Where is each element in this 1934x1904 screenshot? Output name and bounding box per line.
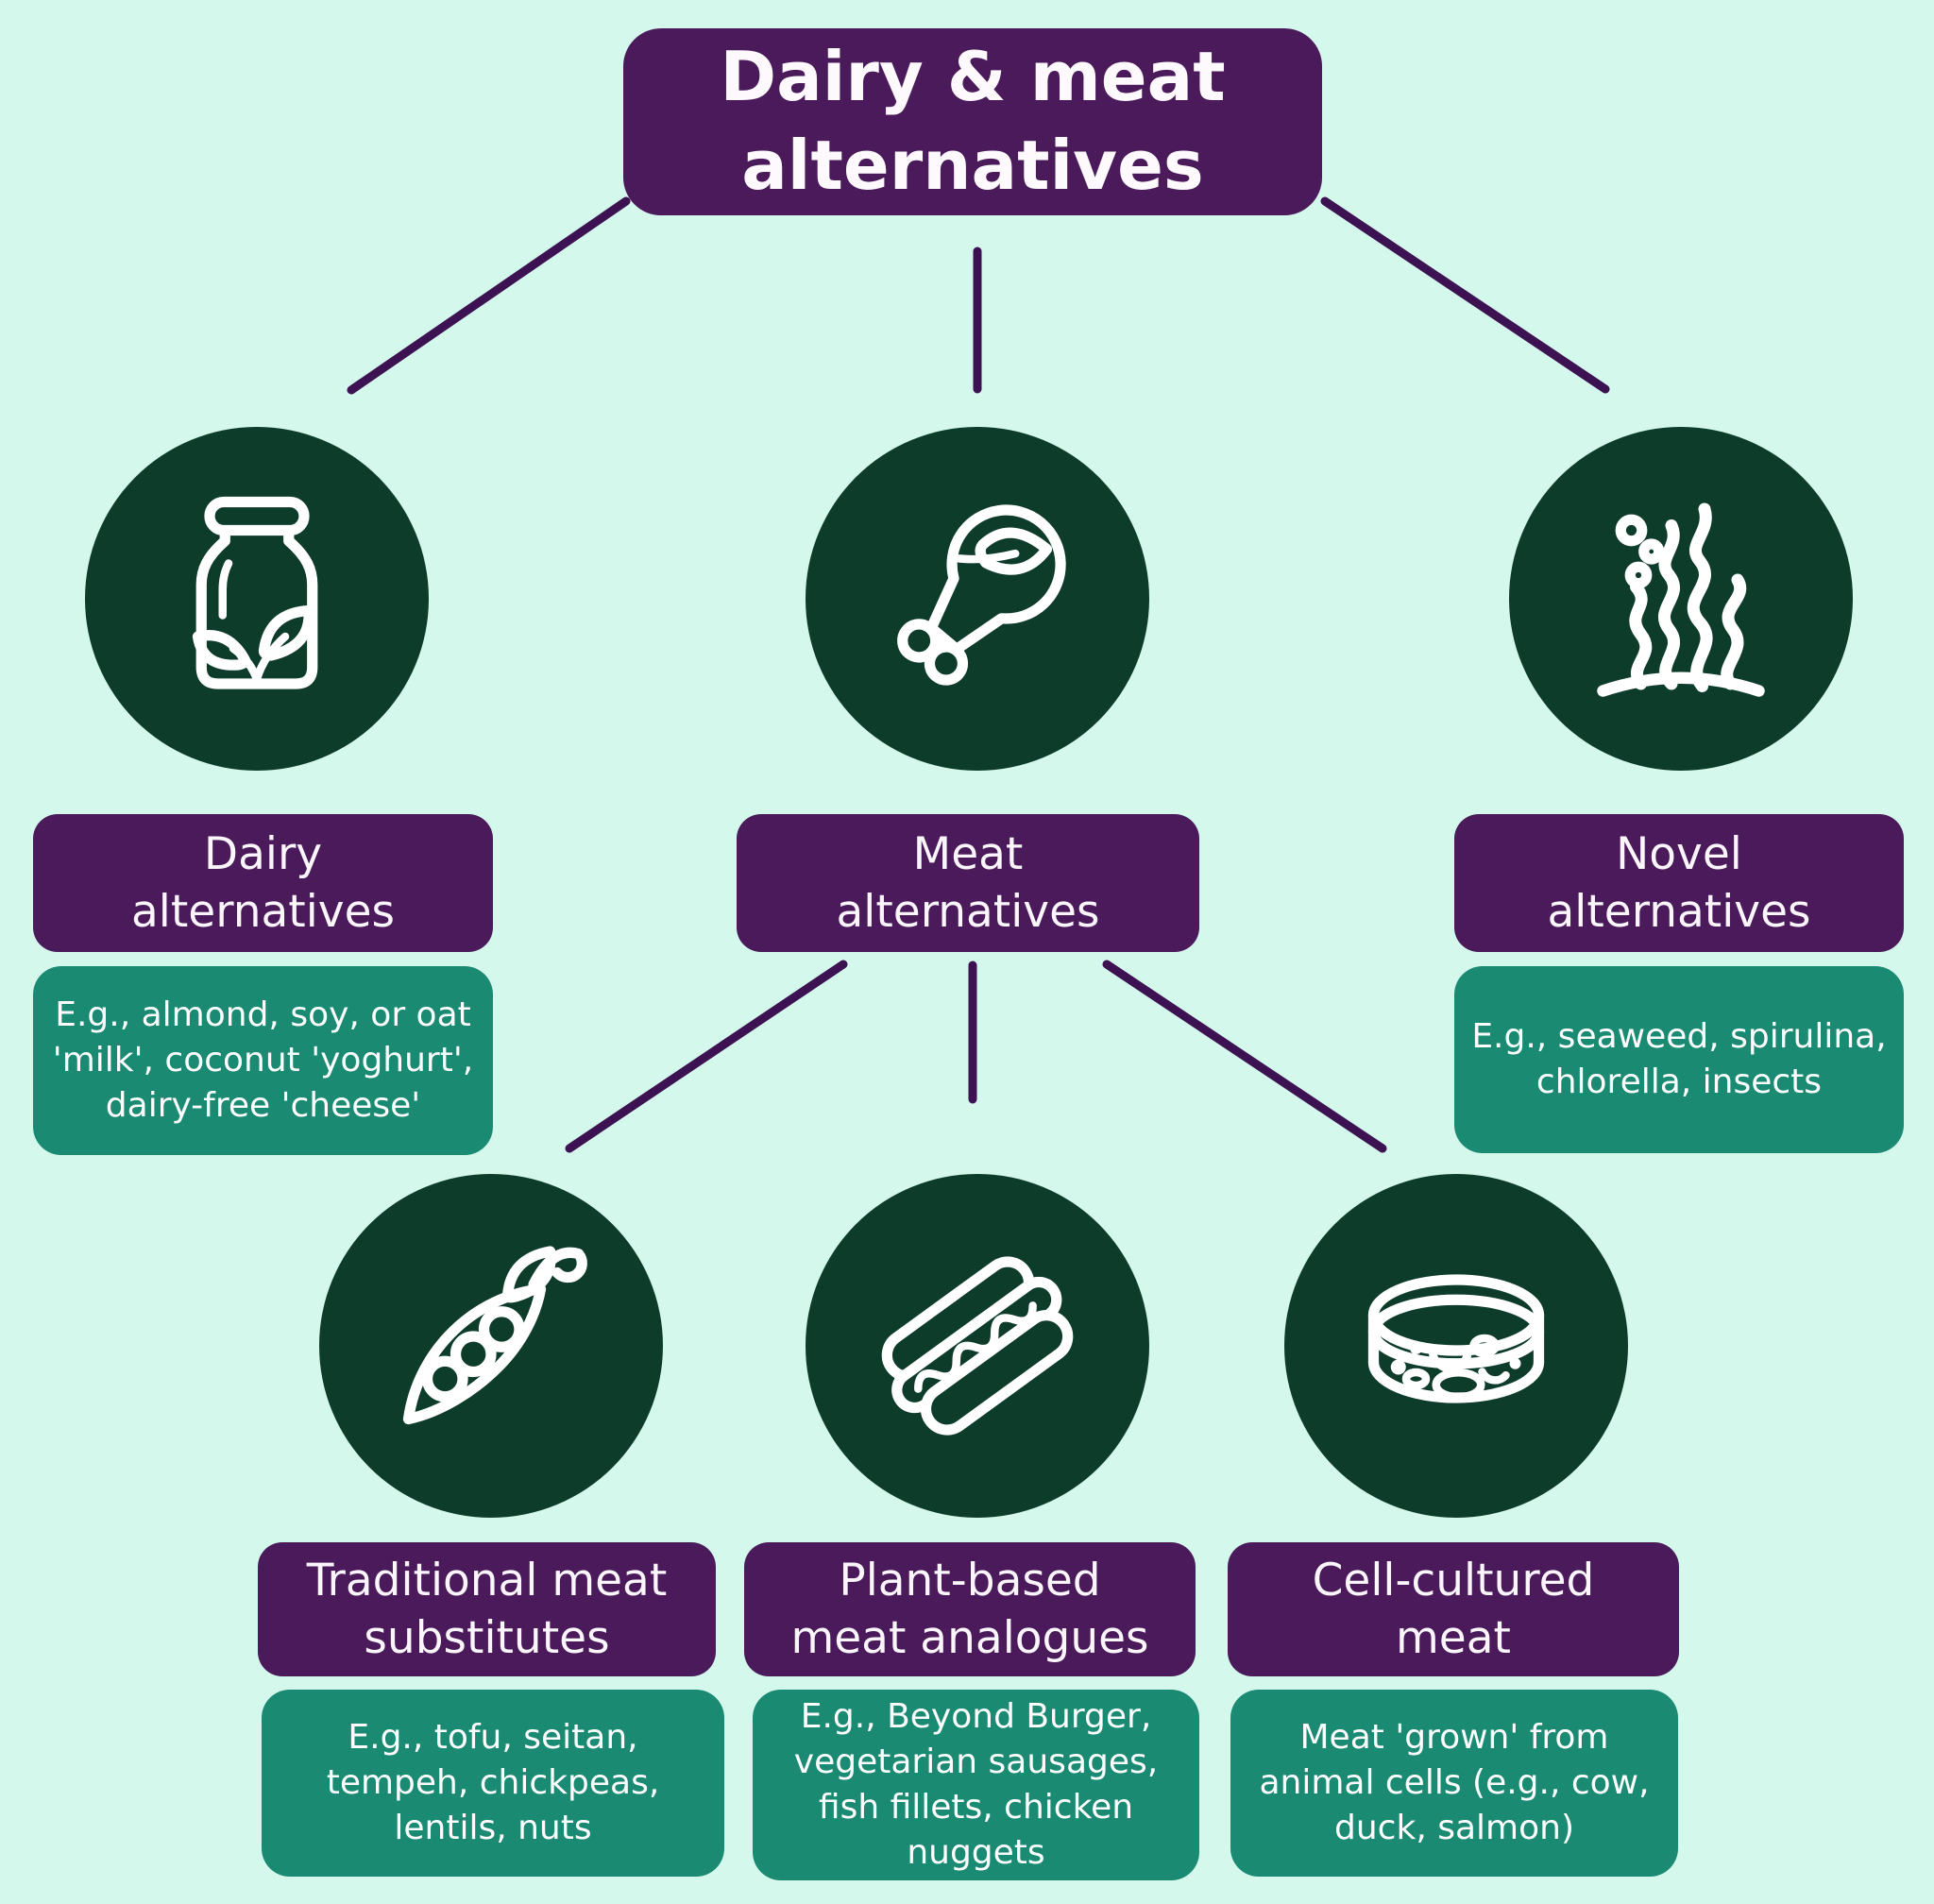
traditional-meat-substitutes-label: Traditional meat substitutes bbox=[258, 1542, 716, 1676]
connector-line bbox=[1102, 960, 1387, 1153]
pea-pod-icon bbox=[402, 1246, 587, 1425]
drumstick-leaf-icon bbox=[897, 504, 1066, 686]
petri-dish-icon bbox=[1367, 1274, 1545, 1403]
cell-cultured-meat-examples: Meat 'grown' from animal cells (e.g., co… bbox=[1230, 1690, 1678, 1877]
milk-bottle-leaves-icon bbox=[192, 496, 318, 689]
dairy-alternatives-circle bbox=[85, 427, 429, 771]
novel-alternatives-label: Novel alternatives bbox=[1454, 814, 1904, 952]
novel-alternatives-examples: E.g., seaweed, spirulina, chlorella, ins… bbox=[1454, 966, 1904, 1153]
connector-line bbox=[565, 960, 848, 1153]
novel-alternatives-circle bbox=[1509, 427, 1853, 771]
seaweed-icon bbox=[1597, 502, 1765, 697]
connector-line bbox=[1320, 196, 1610, 394]
cell-cultured-meat-label: Cell-cultured meat bbox=[1228, 1542, 1679, 1676]
plant-based-meat-analogues-circle bbox=[806, 1174, 1149, 1518]
cell-cultured-meat-circle bbox=[1284, 1174, 1628, 1518]
plant-based-meat-analogues-examples: E.g., Beyond Burger, vegetarian sausages… bbox=[753, 1690, 1199, 1880]
meat-alternatives-label: Meat alternatives bbox=[737, 814, 1199, 952]
meat-alternatives-circle bbox=[806, 427, 1149, 771]
hot-dog-icon bbox=[881, 1256, 1074, 1436]
plant-based-meat-analogues-label: Plant-based meat analogues bbox=[744, 1542, 1196, 1676]
connector-line bbox=[347, 196, 631, 395]
root-node-title: Dairy & meat alternatives bbox=[623, 28, 1322, 215]
traditional-meat-substitutes-circle bbox=[319, 1174, 663, 1518]
dairy-alternatives-label: Dairy alternatives bbox=[33, 814, 493, 952]
traditional-meat-substitutes-examples: E.g., tofu, seitan, tempeh, chickpeas, l… bbox=[262, 1690, 724, 1877]
dairy-alternatives-examples: E.g., almond, soy, or oat 'milk', coconu… bbox=[33, 966, 493, 1155]
